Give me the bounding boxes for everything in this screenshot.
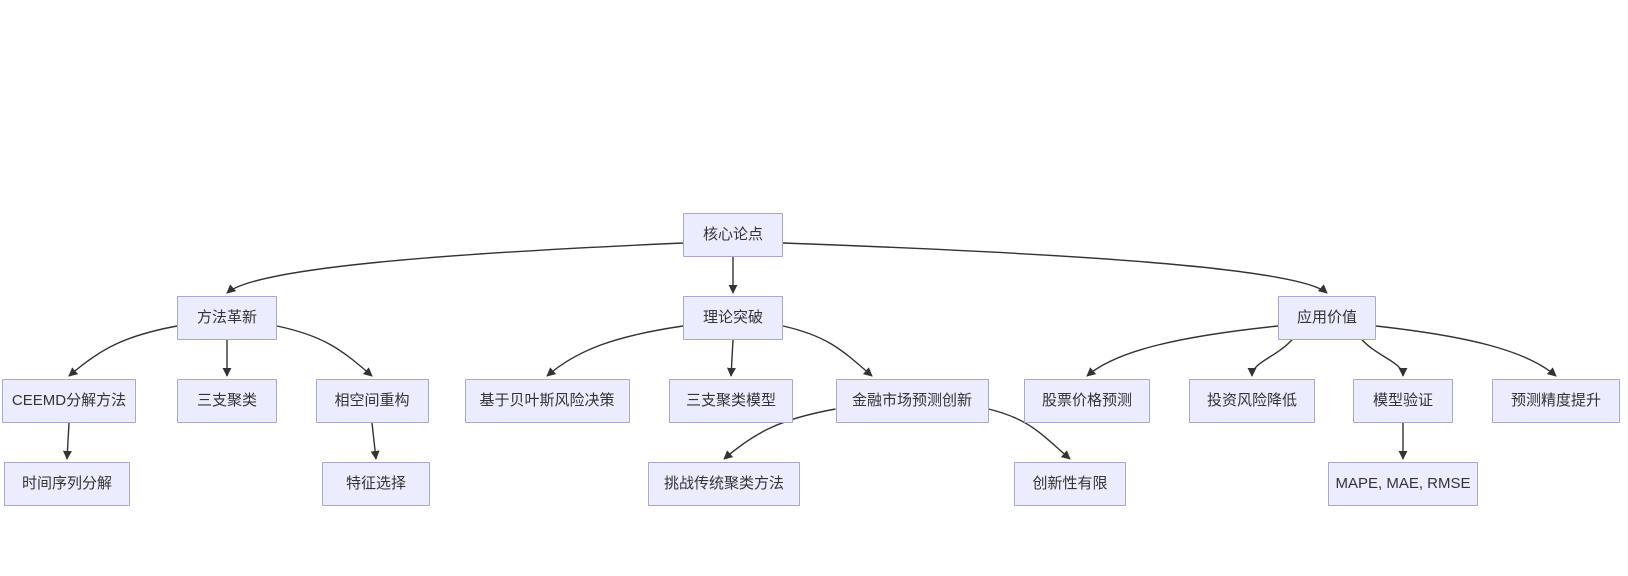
flow-node-three_model: 三支聚类模型 <box>669 379 793 423</box>
flow-node-three_way: 三支聚类 <box>177 379 277 423</box>
flow-node-stock: 股票价格预测 <box>1024 379 1150 423</box>
flow-node-application: 应用价值 <box>1278 296 1376 340</box>
flow-node-method: 方法革新 <box>177 296 277 340</box>
flow-node-limited: 创新性有限 <box>1014 462 1126 506</box>
node-label: 基于贝叶斯风险决策 <box>479 392 615 409</box>
flow-node-root: 核心论点 <box>683 213 783 257</box>
flow-node-timeseries: 时间序列分解 <box>4 462 130 506</box>
flow-node-challenge: 挑战传统聚类方法 <box>648 462 800 506</box>
node-label: 创新性有限 <box>1032 475 1108 492</box>
node-label: 股票价格预测 <box>1041 392 1132 409</box>
flow-node-phase: 相空间重构 <box>315 379 429 423</box>
flow-node-metrics: MAPE, MAE, RMSE <box>1328 462 1478 506</box>
node-label: 时间序列分解 <box>21 475 112 492</box>
node-label: 三支聚类 <box>196 392 257 409</box>
node-label: 金融市场预测创新 <box>851 392 972 409</box>
node-label: CEEMD分解方法 <box>11 392 127 409</box>
flow-node-finance: 金融市场预测创新 <box>835 379 989 423</box>
flow-node-accuracy: 预测精度提升 <box>1492 379 1620 423</box>
flow-node-validation: 模型验证 <box>1353 379 1453 423</box>
node-label: 方法革新 <box>196 309 257 326</box>
node-label: 相空间重构 <box>334 392 410 409</box>
node-label: 应用价值 <box>1296 309 1357 326</box>
flow-node-ceemd: CEEMD分解方法 <box>2 379 136 423</box>
node-label: 核心论点 <box>702 226 763 243</box>
node-label: 特征选择 <box>345 475 406 492</box>
node-label: 模型验证 <box>1372 392 1433 409</box>
flow-node-risk: 投资风险降低 <box>1189 379 1315 423</box>
node-label: 理论突破 <box>702 309 763 326</box>
flow-node-bayes: 基于贝叶斯风险决策 <box>464 379 630 423</box>
node-label: 三支聚类模型 <box>685 392 776 409</box>
node-label: 投资风险降低 <box>1206 392 1297 409</box>
flow-node-feature: 特征选择 <box>322 462 430 506</box>
node-label: 挑战传统聚类方法 <box>663 475 784 492</box>
node-label: 预测精度提升 <box>1510 392 1601 409</box>
node-label: MAPE, MAE, RMSE <box>1335 475 1471 492</box>
flow-node-theory: 理论突破 <box>683 296 783 340</box>
